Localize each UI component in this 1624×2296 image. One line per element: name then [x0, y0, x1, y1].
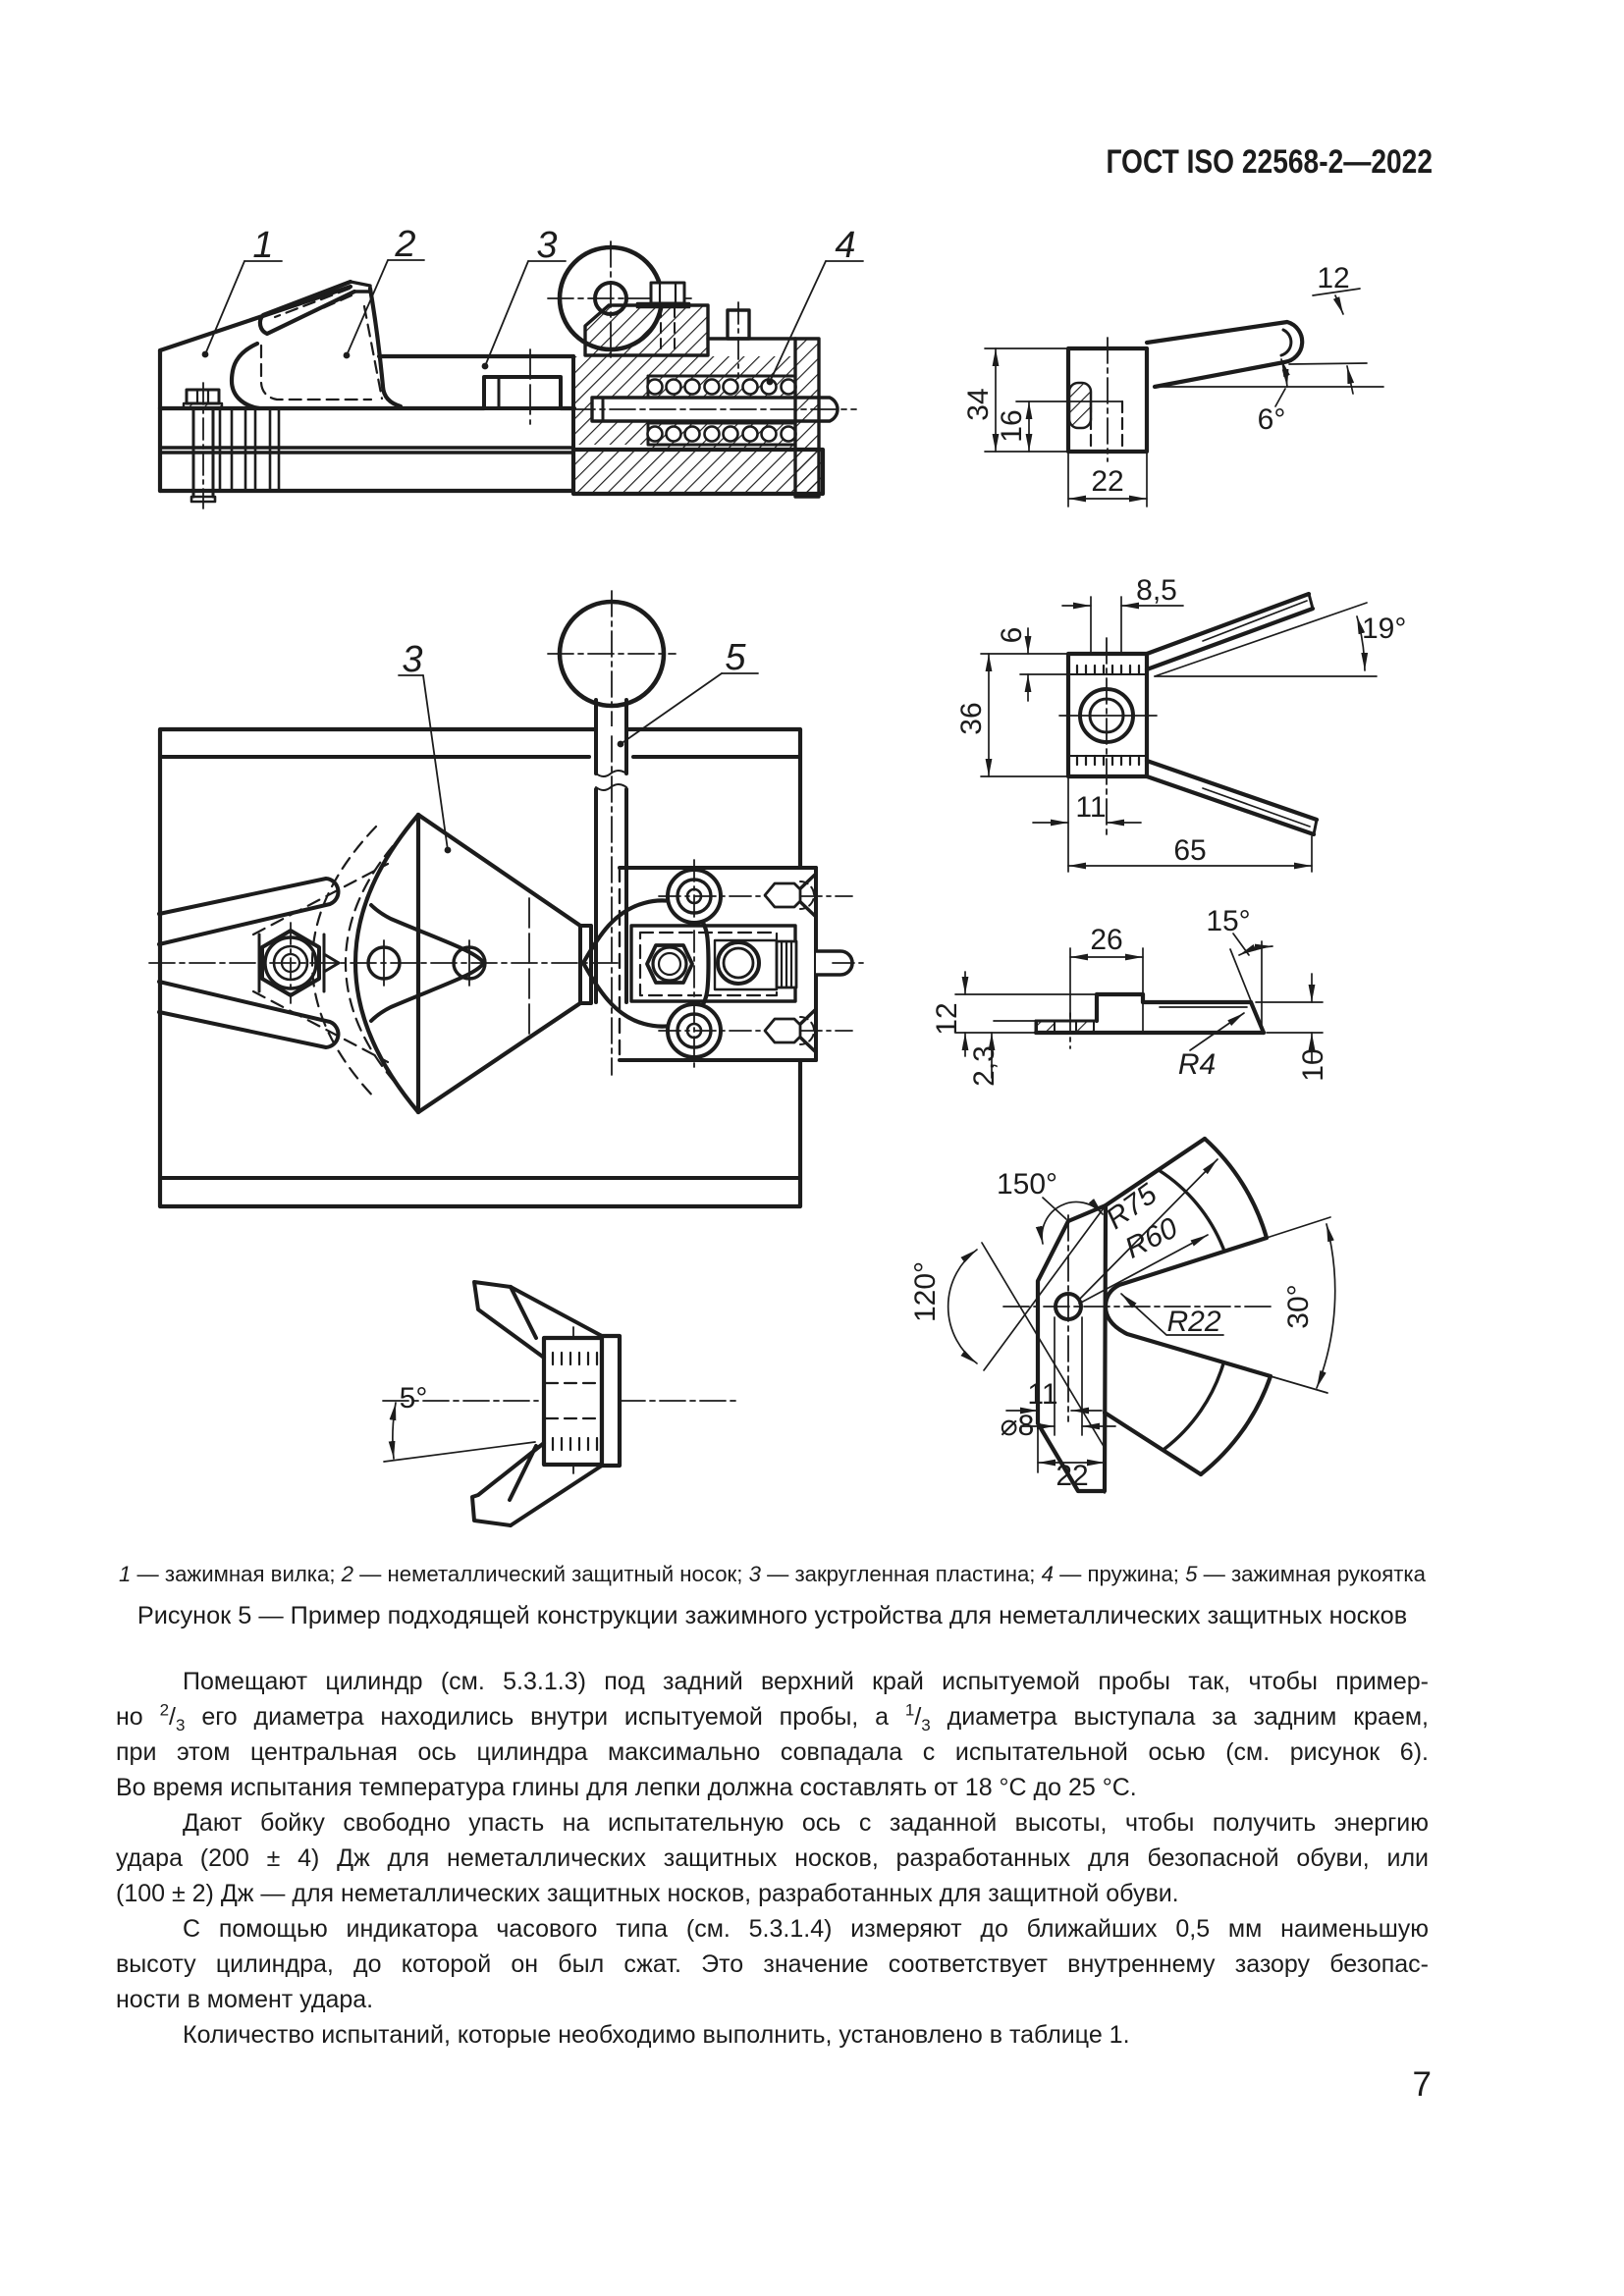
svg-text:R22: R22: [1166, 1306, 1220, 1338]
svg-text:15°: 15°: [1206, 905, 1250, 937]
svg-text:22: 22: [1091, 465, 1123, 498]
svg-text:2: 2: [394, 224, 415, 265]
svg-text:19°: 19°: [1362, 613, 1406, 645]
svg-text:30°: 30°: [1282, 1284, 1315, 1328]
svg-text:8,5: 8,5: [1136, 574, 1177, 607]
svg-text:16: 16: [996, 409, 1028, 442]
svg-text:12: 12: [1317, 262, 1349, 294]
svg-text:3: 3: [536, 225, 557, 266]
svg-text:11: 11: [1075, 791, 1106, 824]
svg-text:120°: 120°: [909, 1261, 942, 1322]
svg-text:3: 3: [402, 639, 422, 680]
svg-text:2,3: 2,3: [968, 1045, 1001, 1087]
svg-text:⌀8: ⌀8: [1001, 1410, 1035, 1442]
svg-text:R4: R4: [1178, 1048, 1216, 1081]
svg-text:4: 4: [835, 225, 855, 266]
svg-text:11: 11: [1027, 1378, 1057, 1411]
svg-text:6°: 6°: [1258, 403, 1286, 436]
svg-text:12: 12: [931, 1002, 963, 1035]
svg-text:10: 10: [1297, 1048, 1329, 1081]
svg-text:6: 6: [996, 627, 1028, 644]
svg-text:5: 5: [725, 637, 746, 678]
svg-text:22: 22: [1056, 1460, 1088, 1492]
svg-text:36: 36: [955, 702, 988, 734]
svg-text:1: 1: [252, 225, 273, 266]
svg-text:150°: 150°: [997, 1168, 1057, 1201]
svg-text:5°: 5°: [400, 1382, 428, 1415]
svg-text:26: 26: [1090, 924, 1122, 956]
svg-text:34: 34: [962, 388, 995, 420]
svg-text:65: 65: [1173, 834, 1206, 867]
